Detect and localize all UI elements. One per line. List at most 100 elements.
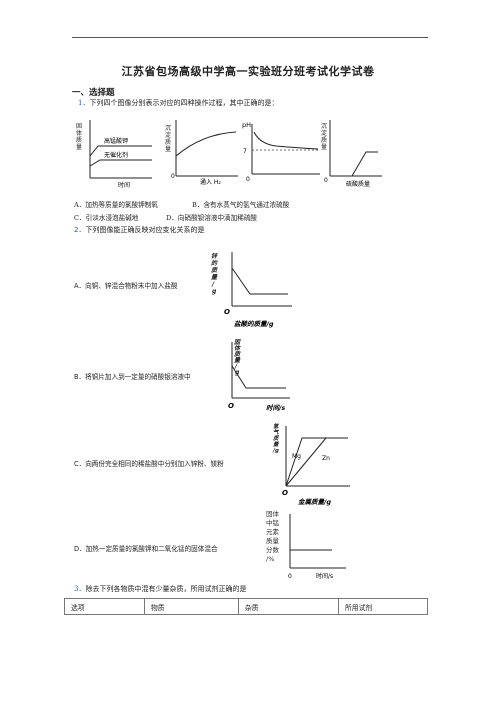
svg-text:固: 固 [76, 123, 82, 130]
svg-text:质: 质 [272, 435, 280, 442]
y-label-line: 固体 [266, 509, 280, 518]
table-header-cell: 物质 [144, 598, 239, 615]
svg-text:沉: 沉 [165, 124, 171, 132]
svg-text:体: 体 [76, 129, 82, 137]
question-3: 3．除去下列各物质中混有少量杂质，所用试剂正确的是 [74, 585, 246, 594]
series-line-mg [285, 437, 348, 487]
y-label-line: /% [266, 555, 274, 563]
question-2: 2．下列图像能正确反映对应变化关系的是 [74, 226, 204, 235]
series-line [231, 267, 288, 295]
svg-text:/: / [234, 363, 238, 370]
svg-text:量: 量 [234, 357, 241, 364]
x-axis-label: 硫酸质量 [346, 180, 370, 188]
section-heading: 一、选择题 [72, 88, 115, 98]
table-header-cell: 所用试剂 [338, 598, 428, 615]
question-text: 下列四个图像分别表示对应的四种操作过程，其中正确的是： [89, 99, 279, 107]
series-line-2 [89, 159, 152, 167]
q1-option-c: C．引淡水浸泡盐碱地 [74, 214, 139, 222]
svg-text:锌: 锌 [211, 252, 218, 260]
q3-table: 选项 物质 杂质 所用试剂 [64, 598, 428, 615]
origin-label: O [228, 402, 234, 410]
origin-label: 0 [324, 177, 328, 184]
origin-label: 0 [246, 176, 250, 183]
question-text: 除去下列各物质中混有少量杂质，所用试剂正确的是 [85, 585, 247, 593]
question-text: 下列图像能正确反映对应变化关系的是 [85, 226, 205, 234]
x-axis-label: 时间 [118, 181, 130, 188]
curve [253, 131, 319, 150]
svg-text:气: 气 [273, 429, 280, 436]
svg-text:淀: 淀 [165, 131, 171, 139]
question-1: 1．下列四个图像分别表示对应的四种操作过程，其中正确的是： [78, 99, 278, 108]
y-label-line: 元素 [266, 527, 280, 536]
origin-label: O [282, 489, 288, 497]
origin-label: O [224, 308, 230, 316]
series-label-zn: Zn [322, 455, 330, 462]
y-axis-label: pH [242, 121, 251, 129]
q1-option-a: A．加热等质量的氯酸钾制氧 [74, 201, 158, 209]
q2-option-b: B．将铜片加入到一定量的硝酸银溶液中 [74, 373, 191, 381]
svg-text:淀: 淀 [321, 129, 327, 137]
x-axis-label: 盐酸的质量/g [234, 320, 274, 328]
series-label-2: 无催化剂 [104, 151, 128, 159]
svg-text:质: 质 [165, 138, 171, 146]
svg-text:的: 的 [211, 259, 218, 267]
y-label-line: 中锰 [266, 518, 280, 527]
x-axis-label: 金属质量/g [298, 498, 331, 506]
q1-option-d: D．向硝酸钡溶液中滴加稀硫酸 [166, 214, 258, 222]
q2-option-c: C．向两份完全相同的稀盐酸中分别加入锌粉、镁粉 [74, 460, 224, 468]
table-header-cell: 选项 [64, 598, 145, 615]
question-number: 3． [74, 585, 86, 593]
x-axis-label: 时间/s [266, 404, 285, 412]
y-label-line: 质量 [266, 536, 280, 545]
tick-label: 7 [243, 148, 247, 155]
q1-graph-c: pH 7 0 [242, 121, 320, 183]
question-number: 1． [78, 99, 90, 107]
series-line-1 [89, 145, 152, 157]
svg-text:g: g [235, 369, 240, 376]
svg-text:量: 量 [76, 144, 82, 151]
table-header-cell: 杂质 [238, 598, 339, 615]
svg-text:质: 质 [210, 266, 218, 274]
curve [175, 131, 237, 157]
svg-text:量: 量 [211, 274, 218, 281]
question-number: 2． [74, 226, 86, 234]
svg-text:质: 质 [321, 136, 327, 144]
x-axis-label: 通入 H₂ [200, 178, 221, 186]
svg-text:沉: 沉 [321, 122, 327, 130]
q1-option-b: B．含有水蒸气的氢气通过浓硫酸 [192, 201, 290, 209]
svg-text:固: 固 [234, 339, 241, 346]
svg-text:量: 量 [273, 441, 280, 448]
page-title: 江苏省包场高级中学高一实验班分班考试化学试卷 [121, 65, 375, 78]
svg-text:量: 量 [321, 144, 327, 151]
svg-text:量: 量 [165, 146, 171, 153]
q2-option-a: A．向铜、锌混合物粉末中加入盐酸 [74, 282, 178, 290]
series-label-1: 高锰酸钾 [104, 137, 128, 145]
svg-text:g: g [212, 288, 217, 295]
series-label-mg: Mg [292, 453, 301, 460]
series-line-zn [285, 437, 327, 487]
header-rule [72, 37, 428, 38]
y-label-line: 分数 [266, 545, 280, 554]
origin-label: 0 [288, 573, 292, 580]
svg-text:质: 质 [233, 350, 241, 358]
svg-text:体: 体 [234, 344, 241, 352]
series-line [330, 151, 378, 177]
table-header-row: 选项 物质 杂质 所用试剂 [64, 598, 428, 615]
y-axis-label: 固体 中锰 元素 质量 分数 /% [266, 509, 280, 563]
q2-option-d: D．加热一定质量的氯酸钾和二氧化锰的固体混合 [74, 545, 218, 553]
origin-label: 0 [171, 173, 175, 180]
series-line [231, 365, 286, 389]
q2-graph-d: 固体 中锰 元素 质量 分数 /% 0 时间/s [266, 509, 346, 580]
